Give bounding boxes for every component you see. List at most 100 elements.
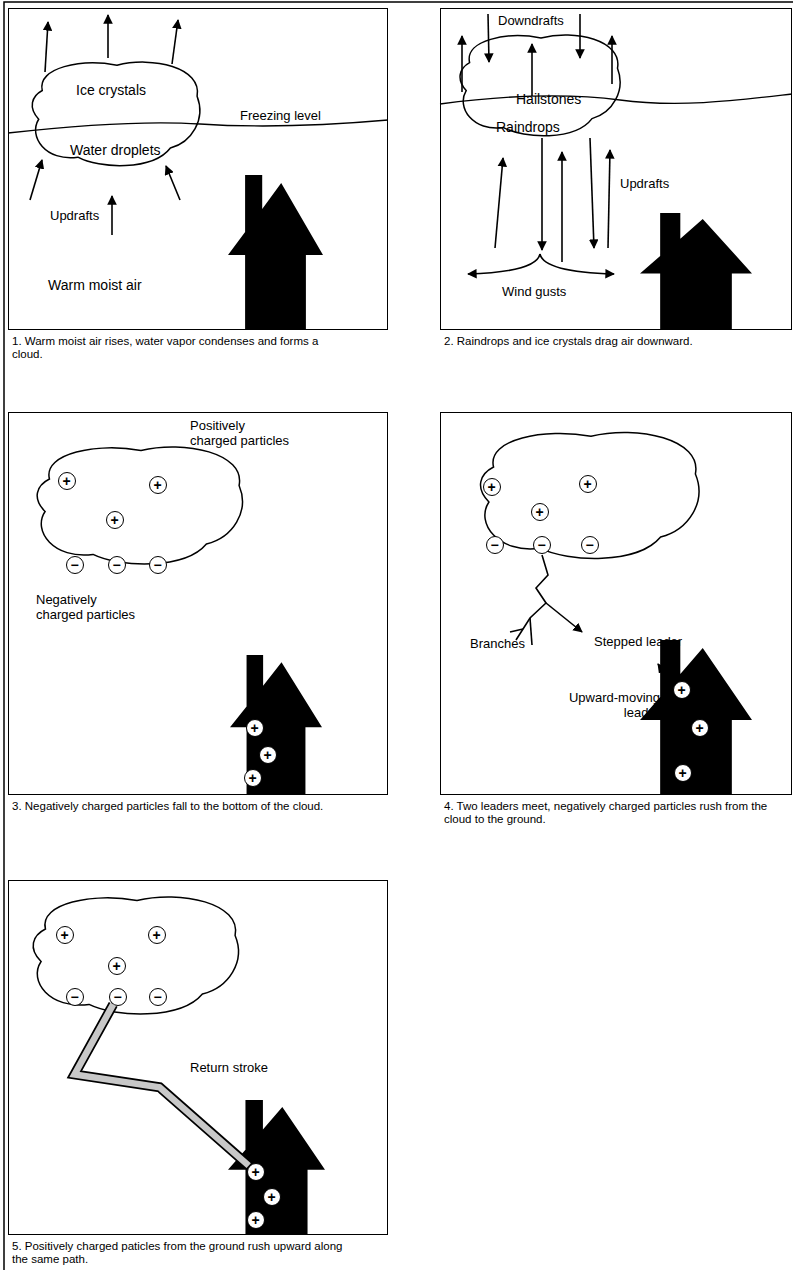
storm-cloud [481,432,699,558]
house-shape [228,175,323,330]
charge-sign: + [263,748,271,762]
charge-circle: + [108,957,126,975]
house-shape [230,655,322,795]
charge-circle: + [674,764,692,782]
charge-sign: − [153,558,161,572]
charge-circle: + [106,511,124,529]
charge-sign: + [678,766,686,780]
updraft-arrow [561,152,563,262]
caption: 2. Raindrops and ice crystals drag air d… [444,335,793,348]
cloud-shape: Ice crystalsWater droplets [28,56,206,171]
house-shape [640,213,752,330]
air-arrows [462,14,614,274]
charge-circle: + [483,478,501,496]
charge-sign: + [677,683,685,697]
wind-gust-arrow [540,254,614,274]
downdraft-arrow [488,14,489,62]
charge-sign: − [537,538,545,552]
updraft-arrow [531,44,533,96]
leaders [510,555,681,680]
charge-sign: + [487,480,495,494]
charge-circle: + [58,472,76,490]
updraft-arrow [611,36,613,84]
charge-circle: + [149,476,167,494]
caption: 3. Negatively charged particles fall to … [12,800,362,813]
panel-box: 4. Two leaders meet, negatively charged … [440,412,792,795]
cloud-outline [32,62,200,166]
charge-sign: − [70,990,78,1004]
charge-circle: + [247,1163,265,1181]
caption: 4. Two leaders meet, negatively charged … [444,800,774,826]
charge-sign: + [250,721,258,735]
storm-cloud [37,447,242,564]
charge-sign: − [70,558,78,572]
leader-branch [510,629,523,632]
charge-circle: + [259,746,277,764]
caption: 5. Positively charged paticles from the … [12,1240,357,1266]
annotation-label: Upward-moving leader [560,690,660,720]
annotation-label: Branches [470,636,525,651]
charge-circle: + [56,926,74,944]
storm-cloud [33,897,238,1014]
charge-circle: + [246,719,264,737]
panel-box: 5. Positively charged paticles from the … [8,880,388,1235]
charge-circle: + [691,719,709,737]
cloud-label: Raindrops [496,119,560,135]
panel-box: 2. Raindrops and ice crystals drag air d… [440,8,792,330]
downdraft-arrow [590,138,594,248]
cloud-outline [33,897,238,1014]
house-silhouette [640,213,752,330]
charge-sign: − [490,538,498,552]
annotation-label: Warm moist air [48,278,142,293]
house-silhouette [228,1100,325,1235]
cloud-outline [460,35,620,136]
house-shape [228,1100,325,1235]
updraft-arrow [111,196,113,235]
charge-sign: + [248,771,256,785]
cloud-label: Water droplets [70,142,161,158]
charge-sign: − [153,990,161,1004]
charge-sign: + [112,959,120,973]
charge-sign: + [251,1213,259,1227]
updraft-arrow [30,160,42,200]
charge-sign: + [695,721,703,735]
charge-circle: + [247,1211,265,1229]
charge-circle: − [533,536,551,554]
charge-sign: + [110,513,118,527]
charge-sign: + [535,505,543,519]
charge-circle: + [531,503,549,521]
annotation-label: Stepped leader [594,634,682,649]
annotation-label: Updrafts [620,176,669,191]
annotation-label: Freezing level [240,108,321,123]
leader-branch [530,618,532,645]
bolt-outline [75,1004,249,1165]
charge-sign: − [113,990,121,1004]
charge-circle: + [244,769,262,787]
charge-circle: + [579,475,597,493]
updraft-arrow [107,15,109,58]
charge-circle: − [66,556,84,574]
cloud-label: Hailstones [516,91,581,107]
page-frame [4,2,793,1270]
updraft-arrow [45,22,48,72]
updraft-arrow [495,158,503,248]
charge-sign: + [583,477,591,491]
annotation-label: Negatively charged particles [36,592,138,622]
charge-circle: − [149,556,167,574]
charge-sign: + [60,928,68,942]
cloud-outline [481,432,699,558]
downdraft-arrow [541,138,543,250]
cloud-shape: HailstonesRaindrops [456,29,626,141]
air-arrows [30,15,180,235]
updraft-arrow [172,20,178,64]
charge-circle: + [673,681,691,699]
bolt-fill [75,1004,249,1165]
charge-sign: + [152,928,160,942]
updraft-arrow [166,166,180,200]
charge-circle: + [263,1188,281,1206]
charge-sign: + [153,478,161,492]
stepped-leader-path [516,555,548,640]
charge-sign: + [251,1165,259,1179]
caption: 1. Warm moist air rises, water vapor con… [12,335,342,361]
annotation-label: Wind gusts [502,284,566,299]
